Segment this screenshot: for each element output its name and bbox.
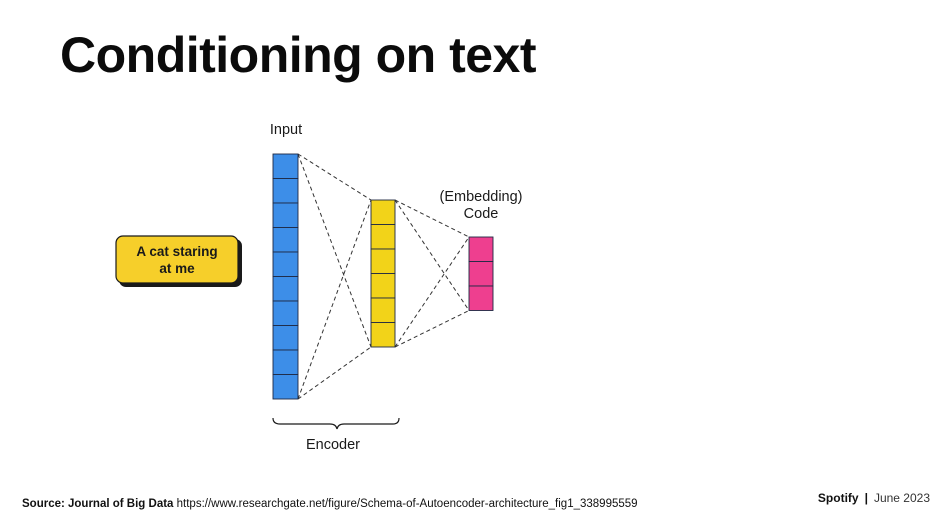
code-layer-cell <box>468 236 494 262</box>
footer-brand: Spotify | June 2023 <box>818 491 930 505</box>
connection-line <box>297 346 372 400</box>
input-layer-cell <box>272 325 299 351</box>
connection-line <box>394 310 470 348</box>
connection-line <box>297 153 372 201</box>
input-layer-cell <box>272 374 299 400</box>
code-layer-cell <box>468 261 494 287</box>
hidden-layer-cell <box>370 224 396 250</box>
brand-name: Spotify <box>817 491 859 505</box>
source-label: Source: Journal of Big Data <box>22 498 174 510</box>
input-layer-cell <box>272 178 299 204</box>
encoder-brace <box>272 417 400 430</box>
network-layers <box>272 153 494 400</box>
hidden-layer-cell <box>370 322 396 348</box>
connection-line <box>394 236 470 348</box>
hidden-layer-cell <box>370 199 396 225</box>
source-url[interactable]: https://www.researchgate.net/figure/Sche… <box>176 498 638 510</box>
text-prompt-line-1: A cat staring <box>136 244 217 259</box>
code-layer-cell <box>468 285 494 311</box>
connection-line <box>394 199 470 311</box>
input-layer <box>272 153 299 400</box>
input-layer-cell <box>272 251 299 277</box>
text-prompt-box: A cat staring at me <box>115 235 242 287</box>
input-layer-cell <box>272 202 299 228</box>
text-prompt-line-2: at me <box>159 261 195 276</box>
hidden-layer-cell <box>370 248 396 274</box>
input-layer-cell <box>272 276 299 302</box>
input-label: Input <box>270 122 302 138</box>
code-layer <box>468 236 494 311</box>
layer-connections <box>297 153 470 400</box>
code-label-line-1: (Embedding) <box>439 189 522 205</box>
source-citation: Source: Journal of Big Data https://www.… <box>22 498 638 510</box>
hidden-layer-cell <box>370 297 396 323</box>
connection-line <box>394 199 470 238</box>
hidden-layer-cell <box>370 273 396 299</box>
code-label-line-2: Code <box>464 206 499 222</box>
text-prompt-box-fill <box>115 235 239 284</box>
connection-line <box>297 199 372 400</box>
input-layer-cell <box>272 349 299 375</box>
footer-date: June 2023 <box>873 491 930 505</box>
encoder-label: Encoder <box>306 437 360 453</box>
footer-separator: | <box>864 491 868 505</box>
input-layer-cell <box>272 153 299 179</box>
input-layer-cell <box>272 300 299 326</box>
slide-title: Conditioning on text <box>60 27 537 83</box>
connection-line <box>297 153 372 348</box>
input-layer-cell <box>272 227 299 253</box>
hidden-layer <box>370 199 396 348</box>
